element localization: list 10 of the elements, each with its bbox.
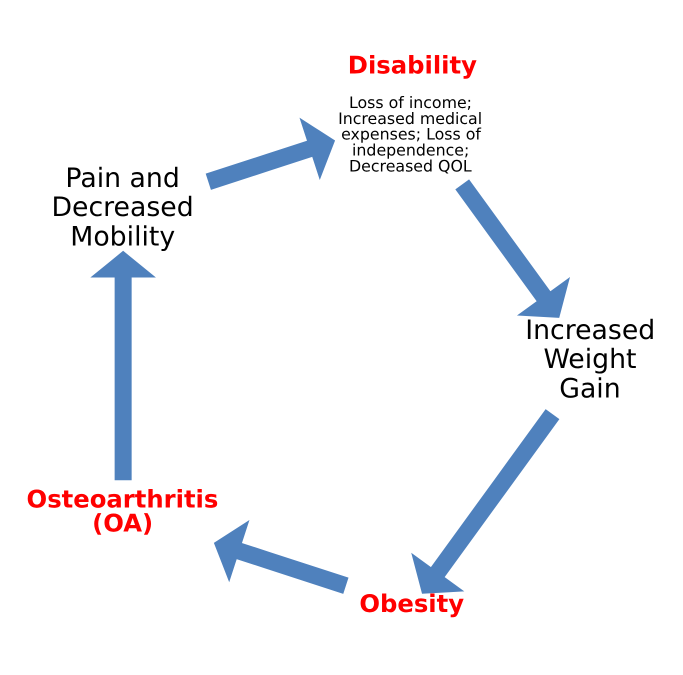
node-text: Increased Weight Gain	[525, 314, 656, 404]
node-text: Obesity	[359, 588, 464, 618]
arrow	[90, 250, 156, 480]
arrow	[455, 178, 570, 318]
node-text: Osteoarthritis (OA)	[26, 484, 218, 538]
arrow	[206, 117, 336, 190]
arrow	[214, 519, 349, 594]
node-text: Disability Loss of income; Increased medical expenses; Loss of independence; Decreased QOL	[338, 50, 482, 175]
arrow	[411, 408, 560, 594]
node-text: Pain and Decreased Mobility	[51, 162, 194, 252]
